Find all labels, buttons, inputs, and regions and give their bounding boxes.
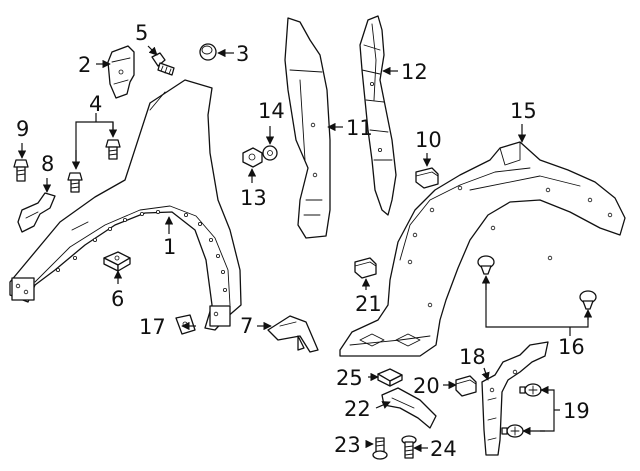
- bolt-part-24[interactable]: [401, 435, 417, 459]
- callout-5: 5: [135, 21, 148, 45]
- bolt-part-23[interactable]: [372, 437, 388, 460]
- callout-11: 11: [346, 116, 373, 140]
- clip-part-20[interactable]: [455, 375, 477, 397]
- seal-part-12[interactable]: [359, 15, 397, 216]
- bracket-part-8[interactable]: [17, 192, 56, 233]
- bracket-part-2[interactable]: [107, 45, 135, 99]
- callout-9: 9: [16, 117, 29, 141]
- callout-14: 14: [258, 99, 285, 123]
- clip-nut-part-25[interactable]: [377, 368, 403, 387]
- clip-part-17[interactable]: [175, 314, 196, 335]
- callout-12: 12: [401, 60, 428, 84]
- push-pin-part-16a[interactable]: [477, 255, 495, 275]
- bracket-part-7[interactable]: [267, 315, 319, 353]
- bolt-part-9[interactable]: [13, 159, 29, 182]
- callout-7: 7: [240, 314, 253, 338]
- nut-part-13[interactable]: [242, 147, 263, 168]
- callout-21: 21: [355, 292, 382, 316]
- callout-23: 23: [334, 433, 361, 457]
- callout-24: 24: [430, 437, 457, 461]
- callout-6: 6: [111, 287, 124, 311]
- callout-22: 22: [344, 397, 371, 421]
- callout-20: 20: [413, 374, 440, 398]
- callout-19: 19: [563, 399, 590, 423]
- liner-holes: [407, 185, 613, 308]
- clip-part-10[interactable]: [415, 167, 439, 189]
- callout-13: 13: [240, 186, 267, 210]
- clip-nut-part-6[interactable]: [103, 251, 131, 272]
- fender-holes: [56, 209, 227, 292]
- clip-part-21[interactable]: [354, 257, 377, 279]
- bracket-part-18[interactable]: [481, 341, 549, 456]
- callout-10: 10: [415, 128, 442, 152]
- screw-part-19a[interactable]: [519, 383, 542, 397]
- callout-17: 17: [139, 315, 166, 339]
- callout-15: 15: [510, 99, 537, 123]
- washer-part-14[interactable]: [262, 145, 278, 161]
- callout-25: 25: [336, 366, 363, 390]
- bolt-part-4b[interactable]: [105, 139, 121, 160]
- callout-18: 18: [459, 345, 486, 369]
- callout-8: 8: [41, 152, 54, 176]
- callout-4: 4: [89, 92, 102, 116]
- callout-labels: 1 2 3 4 5 6 7 8 9 10 11 12 13 14 15 16 1…: [16, 21, 590, 461]
- push-pin-part-16b[interactable]: [579, 290, 597, 310]
- bolt-part-4a[interactable]: [67, 172, 83, 193]
- screw-part-19b[interactable]: [501, 424, 524, 438]
- seal-part-11[interactable]: [284, 17, 331, 239]
- wheel-liner-part-15[interactable]: [339, 141, 626, 357]
- plug-cap-part-3[interactable]: [199, 43, 217, 61]
- fender-part-1[interactable]: [9, 79, 242, 331]
- leader-lines: [17, 45, 593, 453]
- callout-1: 1: [163, 235, 176, 259]
- callout-3: 3: [236, 42, 249, 66]
- callout-16: 16: [558, 335, 585, 359]
- callout-2: 2: [78, 53, 91, 77]
- bolt-part-5[interactable]: [151, 52, 175, 76]
